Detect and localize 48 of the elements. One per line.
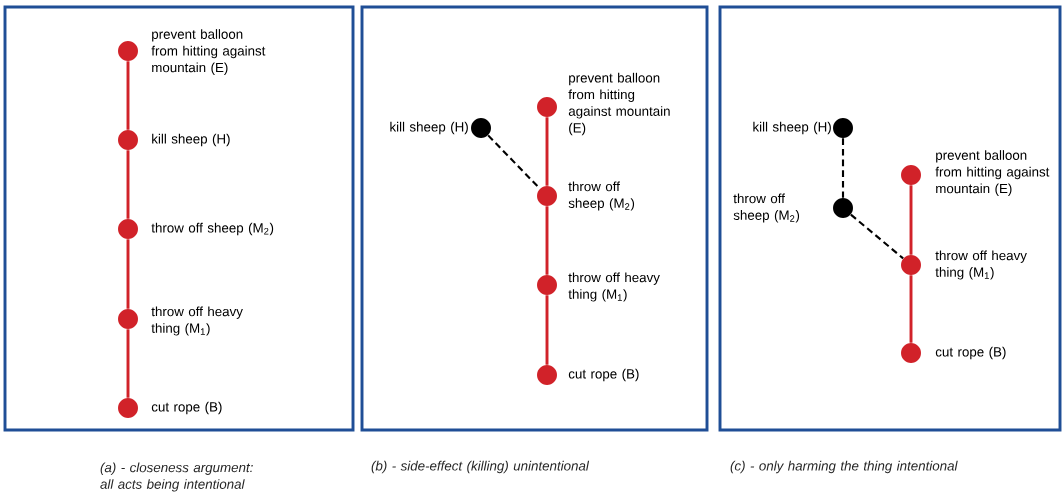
panel-label: (b) - side-effect (killing) unintentional	[371, 460, 590, 474]
node-label: throw off heavy thing (M$_{1}$)	[568, 272, 660, 302]
node-label: throw off heavy thing (M$_{1}$)	[935, 250, 1027, 280]
dot	[118, 309, 138, 329]
node-label: throw off sheep (M$_{2}$)	[733, 193, 800, 223]
dot	[901, 255, 921, 275]
connector-line	[545, 117, 549, 186]
node-label: cut rope (B)	[935, 346, 1006, 360]
node-label: throw off sheep (M$_{2}$)	[151, 222, 274, 236]
dot	[118, 219, 138, 239]
node-label: kill sheep (H)	[753, 121, 831, 135]
panel-frame	[360, 5, 709, 432]
node-label: prevent balloon from hitting against mountain (E)	[568, 72, 670, 136]
connector-line	[841, 138, 845, 198]
node-label: kill sheep (H)	[152, 133, 230, 147]
node-label: throw off sheep (M$_{2}$)	[568, 181, 635, 211]
node-label: throw off heavy thing (M$_{1}$)	[151, 306, 243, 336]
connector-line	[850, 213, 904, 260]
connector-line	[126, 150, 130, 219]
node-label: kill sheep (H)	[390, 121, 468, 135]
dot	[471, 118, 491, 138]
connector-line	[126, 239, 130, 309]
dot	[537, 186, 557, 206]
dot	[901, 343, 921, 363]
node-label: prevent balloon from hitting against mountain (E)	[151, 29, 266, 75]
panel-label: (c) - only harming the thing intentional	[730, 460, 958, 474]
panel-label: (a) - closeness argument: all acts being intentional	[100, 462, 253, 492]
dot	[118, 41, 138, 61]
dot	[833, 118, 853, 138]
connector-line	[126, 329, 130, 398]
panel-frame	[3, 5, 355, 432]
node-label: cut rope (B)	[151, 401, 222, 415]
connector-line	[909, 185, 913, 255]
dot	[537, 365, 557, 385]
dot	[833, 198, 853, 218]
panel-frame	[718, 5, 1062, 432]
dot	[537, 97, 557, 117]
node-label: prevent balloon from hitting against mountain (E)	[935, 150, 1050, 196]
connector-line	[545, 206, 549, 275]
dot	[537, 275, 557, 295]
connector-line	[909, 275, 913, 343]
dot	[118, 398, 138, 418]
connector-line	[487, 134, 541, 190]
node-label: cut rope (B)	[568, 368, 639, 382]
connector-line	[126, 61, 130, 130]
connector-line	[545, 295, 549, 365]
dot	[118, 130, 138, 150]
dot	[901, 165, 921, 185]
